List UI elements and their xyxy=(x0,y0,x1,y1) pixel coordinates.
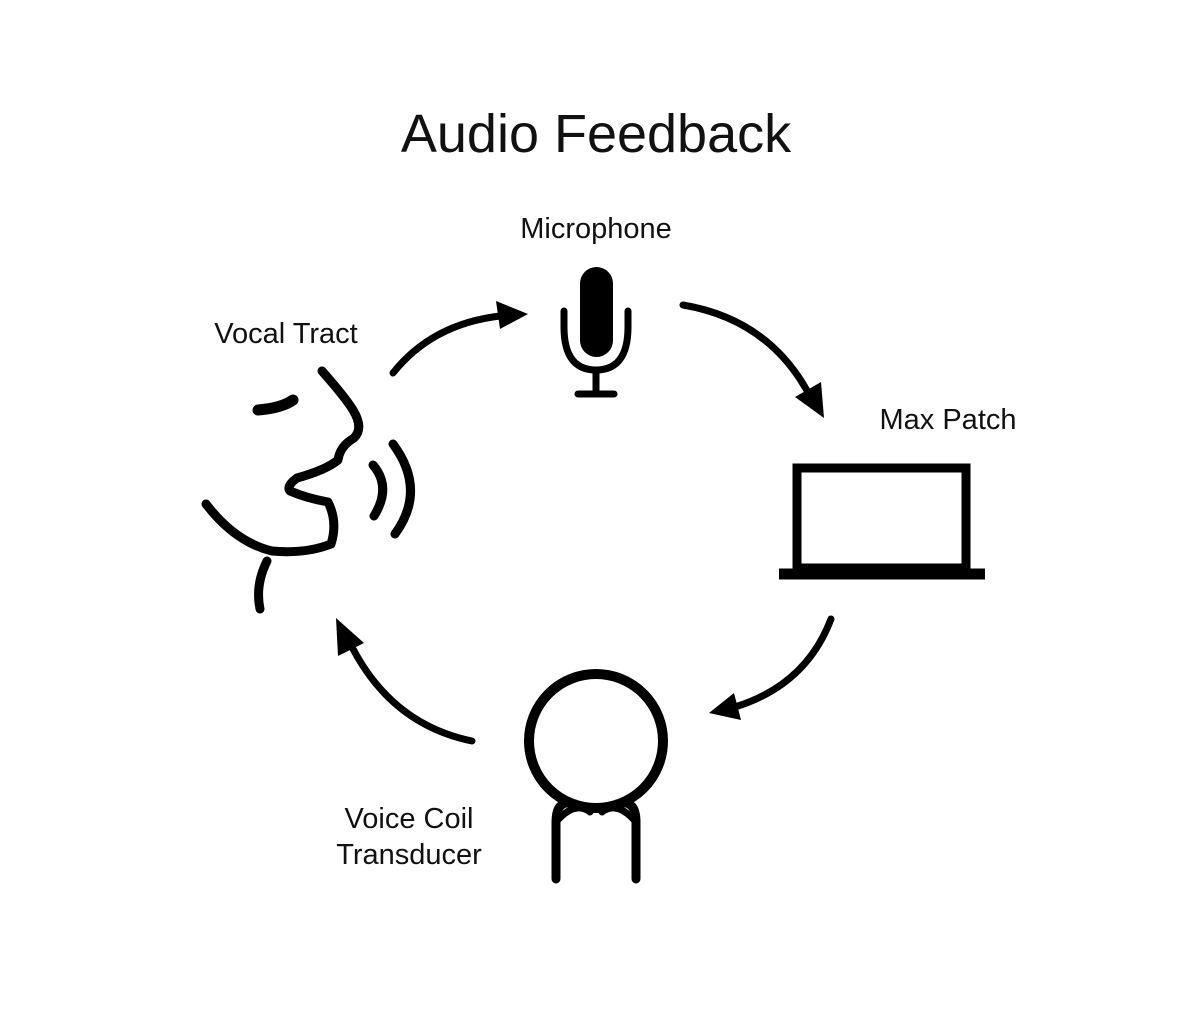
voice-coil-label-line1: Voice Coil xyxy=(345,803,474,835)
arrow-transducer-to-vocal xyxy=(336,618,476,745)
microphone-label: Microphone xyxy=(520,213,672,245)
microphone-icon xyxy=(560,267,632,398)
diagram-title: Audio Feedback xyxy=(401,104,792,164)
max-patch-label: Max Patch xyxy=(880,404,1017,436)
transducer-icon xyxy=(524,669,668,884)
arrow-vocal-to-microphone xyxy=(389,301,528,377)
arrow-microphone-to-max-patch xyxy=(679,301,824,418)
voice-coil-label-line2: Transducer xyxy=(336,839,482,871)
laptop-icon xyxy=(779,463,985,580)
speaking-face-icon xyxy=(201,366,415,614)
vocal-tract-label: Vocal Tract xyxy=(214,318,357,350)
arrow-max-patch-to-transducer xyxy=(709,615,835,720)
